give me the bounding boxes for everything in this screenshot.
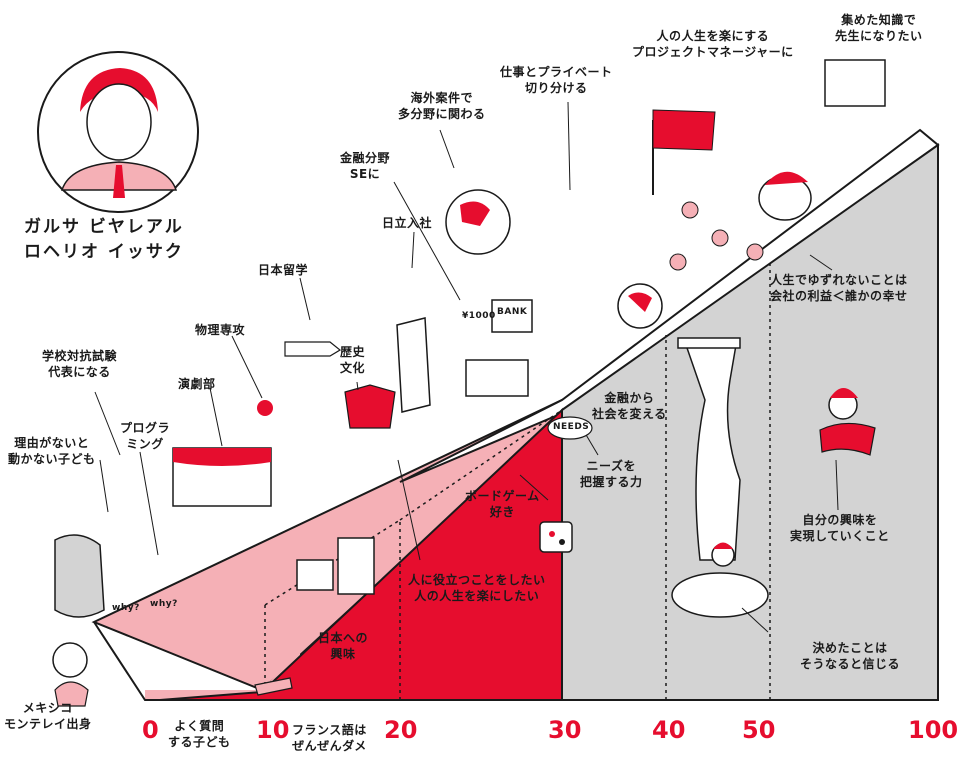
label-pm: 人の人生を楽にする プロジェクトマネージャーに [632,29,794,60]
ball-icon [257,400,273,416]
platform-edge [93,621,938,701]
label-board-game: ボードゲーム 好き [465,489,540,520]
label-programming: プログラ ミング [120,421,171,452]
label-question: よく質問 する子ども [168,719,231,750]
tick-40: 40 [652,716,686,744]
label-history: 歴史 文化 [340,345,366,376]
profile-name: ガルサ ビヤレアル ロヘリオ イッサク [24,215,184,264]
leader-lines [94,101,839,633]
tv-icon [296,559,334,591]
why-bubble-2: why? [150,599,178,609]
label-interest: 自分の興味を 実現していくこと [790,513,890,544]
name-line-2: ロヘリオ イッサク [24,241,184,262]
name-line-1: ガルサ ビヤレアル [24,217,184,237]
platform-top-white [399,128,940,483]
label-believe: 決めたことは そうなると信じる [800,641,901,672]
airplane-icon [284,341,342,357]
label-japan-interest: 日本への 興味 [318,631,369,662]
label-worklife: 仕事とプライベート 切り分ける [500,65,613,96]
bill-text: ¥1000 [462,311,496,321]
tower-building [396,317,431,413]
tick-0: 0 [142,716,159,744]
pagoda-icon [344,384,396,429]
tick-10: 10 [256,716,290,744]
label-drama: 演劇部 [178,377,216,391]
meditation-stone [671,572,769,618]
label-hitachi: 日立入社 [382,216,433,230]
book-icon [254,677,293,696]
waterfall-ledge [677,337,741,349]
teacher-board [824,59,886,107]
needs-badge-text: NEEDS [553,422,590,432]
tick-30: 30 [548,716,582,744]
bank-building [491,299,533,333]
label-french: フランス語は ぜんぜんダメ [292,723,367,754]
avatar-face [86,83,152,161]
bank-sign-text: BANK [497,307,528,317]
tick-100: 100 [908,716,959,744]
fridge-icon [337,537,375,595]
front-face-gray [561,143,939,701]
label-finance-se: 金融分野 SEに [340,151,391,182]
label-representative: 学校対抗試験 代表になる [42,349,118,380]
flag [652,109,716,151]
label-finance-change: 金融から 社会を変える [592,391,667,422]
desk-icon [465,359,529,397]
needs-badge [547,416,593,440]
baby-icon [52,642,88,678]
label-life-core: 人生でゆずれないことは 会社の利益＜誰かの幸せ [770,273,908,304]
tick-50: 50 [742,716,776,744]
label-mexico: メキシコ モンテレイ出身 [4,701,92,732]
label-overseas: 海外案件で 多分野に関わる [398,91,486,122]
dice-icon [539,521,573,553]
label-needs: ニーズを 把握する力 [580,459,643,490]
tick-20: 20 [384,716,418,744]
label-study-japan: 日本留学 [258,263,309,277]
label-reason: 理由がないと 動かない子ども [8,436,96,467]
rock-pile [54,534,105,618]
why-bubble-1: why? [112,603,140,613]
label-physics: 物理専攻 [195,323,246,337]
label-help-people: 人に役立つことをしたい 人の人生を楽にしたい [408,573,546,604]
label-teacher: 集めた知識で 先生になりたい [835,13,923,44]
avatar-tie [113,165,125,198]
